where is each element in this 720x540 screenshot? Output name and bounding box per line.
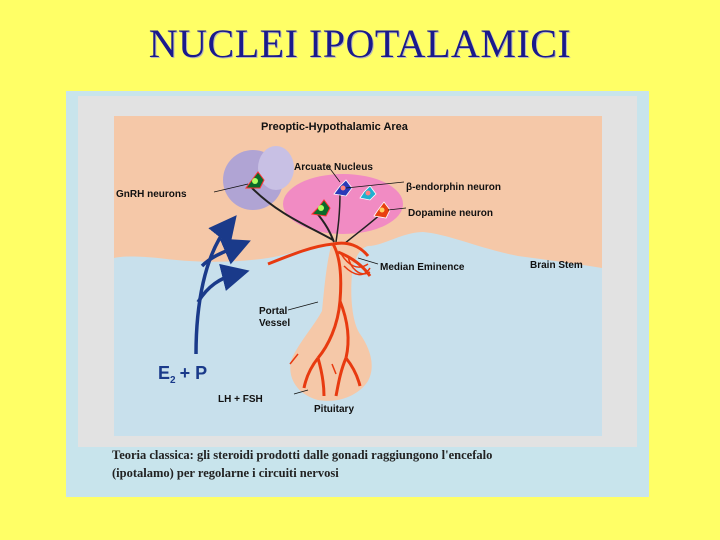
e2p-label: E2+ P	[158, 363, 207, 386]
gnrh-region-lobe	[258, 146, 294, 190]
gnrh-neuron	[245, 171, 265, 189]
arcuate-label: Arcuate Nucleus	[294, 162, 373, 173]
gnrh-label: GnRH neurons	[116, 189, 187, 200]
arcuate-nucleus	[283, 174, 403, 234]
endorphin-neuron	[333, 179, 353, 197]
leader-lines	[213, 165, 407, 395]
vessel-label: Vessel	[259, 318, 290, 329]
endorphin-axon	[335, 191, 341, 243]
hypothalamus-diagram: Preoptic-Hypothalamic Area Arcuate Nucle…	[114, 116, 602, 436]
figure-panel: Preoptic-Hypothalamic Area Arcuate Nucle…	[66, 91, 649, 497]
median-eminence-label: Median Eminence	[380, 262, 465, 273]
portal-label: Portal	[259, 306, 288, 317]
glial-cell	[359, 185, 377, 201]
gnrh-axon	[251, 187, 334, 241]
caption-line-1: Teoria classica: gli steroidi prodotti d…	[112, 448, 493, 462]
gnrh-neuron-2	[310, 199, 331, 217]
dopamine-neuron	[373, 201, 391, 219]
pituitary-gland	[290, 246, 372, 401]
pituitary-label: Pituitary	[314, 404, 354, 415]
hormone-arrows	[194, 215, 251, 355]
brain-stem-label: Brain Stem	[530, 260, 583, 271]
dopamine-label: Dopamine neuron	[408, 208, 493, 219]
endorphin-label: β-endorphin neuron	[406, 182, 501, 193]
capillary-plexus	[289, 251, 371, 375]
diagram-frame: Preoptic-Hypothalamic Area Arcuate Nucle…	[78, 96, 637, 447]
area-label: Preoptic-Hypothalamic Area	[261, 121, 409, 133]
figure-caption: Teoria classica: gli steroidi prodotti d…	[112, 446, 632, 482]
lh-fsh-label: LH + FSH	[218, 394, 263, 405]
slide-title: NUCLEI IPOTALAMICI	[148, 21, 572, 66]
caption-line-2: (ipotalamo) per regolarne i circuiti ner…	[112, 466, 339, 480]
